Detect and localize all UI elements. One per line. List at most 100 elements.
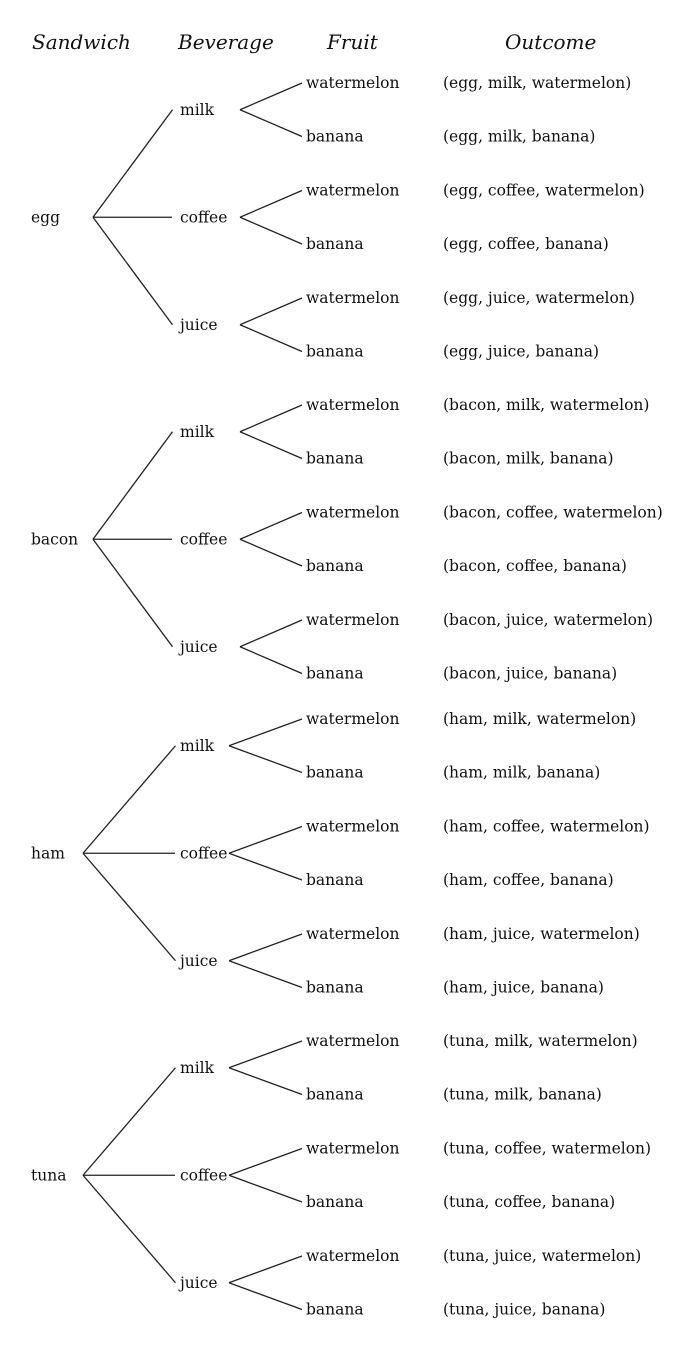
fruit-label-egg-juice-watermelon: watermelon bbox=[306, 289, 399, 307]
sandwich-label-egg: egg bbox=[31, 208, 60, 226]
outcome-egg-coffee-watermelon: (egg, coffee, watermelon) bbox=[443, 182, 645, 200]
outcome-tuna-coffee-watermelon: (tuna, coffee, watermelon) bbox=[443, 1140, 651, 1158]
edge-ham-milk-banana bbox=[228, 745, 303, 774]
edge-tuna-milk-banana bbox=[228, 1067, 303, 1096]
fruit-label-ham-coffee-watermelon: watermelon bbox=[306, 818, 399, 836]
outcome-ham-coffee-watermelon: (ham, coffee, watermelon) bbox=[443, 818, 650, 836]
outcome-ham-milk-banana: (ham, milk, banana) bbox=[443, 764, 600, 782]
fruit-label-bacon-milk-watermelon: watermelon bbox=[306, 396, 399, 414]
beverage-label-bacon-milk: milk bbox=[180, 423, 215, 441]
edge-tuna-juice bbox=[82, 1174, 176, 1284]
fruit-label-tuna-coffee-banana: banana bbox=[306, 1193, 364, 1211]
edge-bacon-milk bbox=[92, 431, 174, 540]
edge-tuna-coffee-watermelon bbox=[228, 1147, 303, 1176]
outcome-ham-juice-banana: (ham, juice, banana) bbox=[443, 979, 604, 997]
edge-ham-juice bbox=[82, 852, 176, 962]
outcome-bacon-juice-watermelon: (bacon, juice, watermelon) bbox=[443, 611, 653, 629]
edge-bacon-milk-watermelon bbox=[239, 404, 303, 433]
outcome-ham-milk-watermelon: (ham, milk, watermelon) bbox=[443, 710, 636, 728]
beverage-label-bacon-coffee: coffee bbox=[180, 530, 227, 548]
outcome-bacon-juice-banana: (bacon, juice, banana) bbox=[443, 665, 617, 683]
fruit-label-bacon-coffee-banana: banana bbox=[306, 557, 364, 575]
fruit-label-bacon-milk-banana: banana bbox=[306, 450, 364, 468]
edge-tuna-coffee-banana bbox=[228, 1174, 303, 1203]
header-outcome: Outcome bbox=[505, 30, 596, 54]
edge-bacon-juice-banana bbox=[239, 646, 303, 675]
header-sandwich: Sandwich bbox=[32, 30, 131, 54]
edge-egg-coffee-watermelon bbox=[239, 189, 303, 218]
fruit-label-egg-juice-banana: banana bbox=[306, 343, 364, 361]
edge-ham-juice-watermelon bbox=[228, 933, 303, 962]
edge-tuna-milk-watermelon bbox=[228, 1040, 303, 1069]
outcome-bacon-coffee-watermelon: (bacon, coffee, watermelon) bbox=[443, 504, 663, 522]
fruit-label-bacon-juice-watermelon: watermelon bbox=[306, 611, 399, 629]
edge-ham-coffee-banana bbox=[228, 852, 303, 881]
beverage-label-tuna-milk: milk bbox=[180, 1059, 215, 1077]
edge-ham-milk bbox=[82, 745, 176, 854]
beverage-label-ham-juice: juice bbox=[178, 952, 218, 970]
beverage-label-egg-juice: juice bbox=[178, 316, 218, 334]
edge-tuna-juice-watermelon bbox=[228, 1255, 303, 1284]
fruit-label-ham-milk-watermelon: watermelon bbox=[306, 710, 399, 728]
fruit-label-tuna-juice-watermelon: watermelon bbox=[306, 1247, 399, 1265]
beverage-label-tuna-coffee: coffee bbox=[180, 1166, 227, 1184]
outcome-tuna-juice-banana: (tuna, juice, banana) bbox=[443, 1301, 605, 1319]
fruit-label-tuna-juice-banana: banana bbox=[306, 1301, 364, 1319]
edge-egg-milk-banana bbox=[239, 109, 303, 138]
outcome-bacon-coffee-banana: (bacon, coffee, banana) bbox=[443, 557, 627, 575]
fruit-label-egg-coffee-banana: banana bbox=[306, 235, 364, 253]
outcome-tuna-milk-banana: (tuna, milk, banana) bbox=[443, 1086, 602, 1104]
fruit-label-egg-milk-banana: banana bbox=[306, 128, 364, 146]
outcome-ham-coffee-banana: (ham, coffee, banana) bbox=[443, 871, 614, 889]
edge-tuna-juice-banana bbox=[228, 1282, 303, 1311]
outcome-bacon-milk-watermelon: (bacon, milk, watermelon) bbox=[443, 396, 649, 414]
edge-egg-milk-watermelon bbox=[239, 82, 303, 111]
fruit-label-bacon-coffee-watermelon: watermelon bbox=[306, 504, 399, 522]
outcome-egg-milk-banana: (egg, milk, banana) bbox=[443, 128, 595, 146]
outcome-tuna-juice-watermelon: (tuna, juice, watermelon) bbox=[443, 1247, 641, 1265]
edge-bacon-coffee-watermelon bbox=[239, 511, 303, 540]
beverage-label-bacon-juice: juice bbox=[178, 638, 218, 656]
beverage-label-ham-milk: milk bbox=[180, 737, 215, 755]
fruit-label-bacon-juice-banana: banana bbox=[306, 665, 364, 683]
outcome-egg-juice-banana: (egg, juice, banana) bbox=[443, 343, 599, 361]
fruit-label-ham-milk-banana: banana bbox=[306, 764, 364, 782]
outcome-tuna-milk-watermelon: (tuna, milk, watermelon) bbox=[443, 1032, 638, 1050]
outcome-bacon-milk-banana: (bacon, milk, banana) bbox=[443, 450, 614, 468]
tree-labels: egg milk watermelon (egg, milk, watermelon)… bbox=[31, 74, 663, 1319]
sandwich-label-ham: ham bbox=[31, 844, 65, 862]
edge-egg-juice-watermelon bbox=[239, 297, 303, 326]
fruit-label-tuna-milk-banana: banana bbox=[306, 1086, 364, 1104]
edge-ham-juice-banana bbox=[228, 960, 303, 989]
edge-ham-coffee-watermelon bbox=[228, 825, 303, 854]
outcome-tuna-coffee-banana: (tuna, coffee, banana) bbox=[443, 1193, 615, 1211]
outcome-ham-juice-watermelon: (ham, juice, watermelon) bbox=[443, 925, 640, 943]
fruit-label-tuna-coffee-watermelon: watermelon bbox=[306, 1140, 399, 1158]
sandwich-label-tuna: tuna bbox=[31, 1166, 66, 1184]
fruit-label-ham-coffee-banana: banana bbox=[306, 871, 364, 889]
outcome-egg-milk-watermelon: (egg, milk, watermelon) bbox=[443, 74, 631, 92]
fruit-label-ham-juice-banana: banana bbox=[306, 979, 364, 997]
column-headers: Sandwich Beverage Fruit Outcome bbox=[32, 30, 596, 54]
outcome-egg-coffee-banana: (egg, coffee, banana) bbox=[443, 235, 609, 253]
beverage-label-egg-milk: milk bbox=[180, 101, 215, 119]
edge-tuna-milk bbox=[82, 1067, 176, 1176]
edge-bacon-juice bbox=[92, 538, 174, 648]
beverage-label-ham-coffee: coffee bbox=[180, 844, 227, 862]
beverage-label-egg-coffee: coffee bbox=[180, 208, 227, 226]
fruit-label-tuna-milk-watermelon: watermelon bbox=[306, 1032, 399, 1050]
edge-egg-juice bbox=[92, 216, 174, 326]
edge-egg-juice-banana bbox=[239, 324, 303, 353]
edge-egg-coffee-banana bbox=[239, 216, 303, 245]
edge-egg-milk bbox=[92, 109, 174, 218]
header-fruit: Fruit bbox=[326, 30, 379, 54]
tree-edges bbox=[82, 82, 303, 1311]
edge-bacon-milk-banana bbox=[239, 431, 303, 460]
beverage-label-tuna-juice: juice bbox=[178, 1274, 218, 1292]
header-beverage: Beverage bbox=[177, 30, 274, 54]
outcome-egg-juice-watermelon: (egg, juice, watermelon) bbox=[443, 289, 635, 307]
fruit-label-egg-coffee-watermelon: watermelon bbox=[306, 182, 399, 200]
fruit-label-egg-milk-watermelon: watermelon bbox=[306, 74, 399, 92]
edge-bacon-coffee-banana bbox=[239, 538, 303, 567]
